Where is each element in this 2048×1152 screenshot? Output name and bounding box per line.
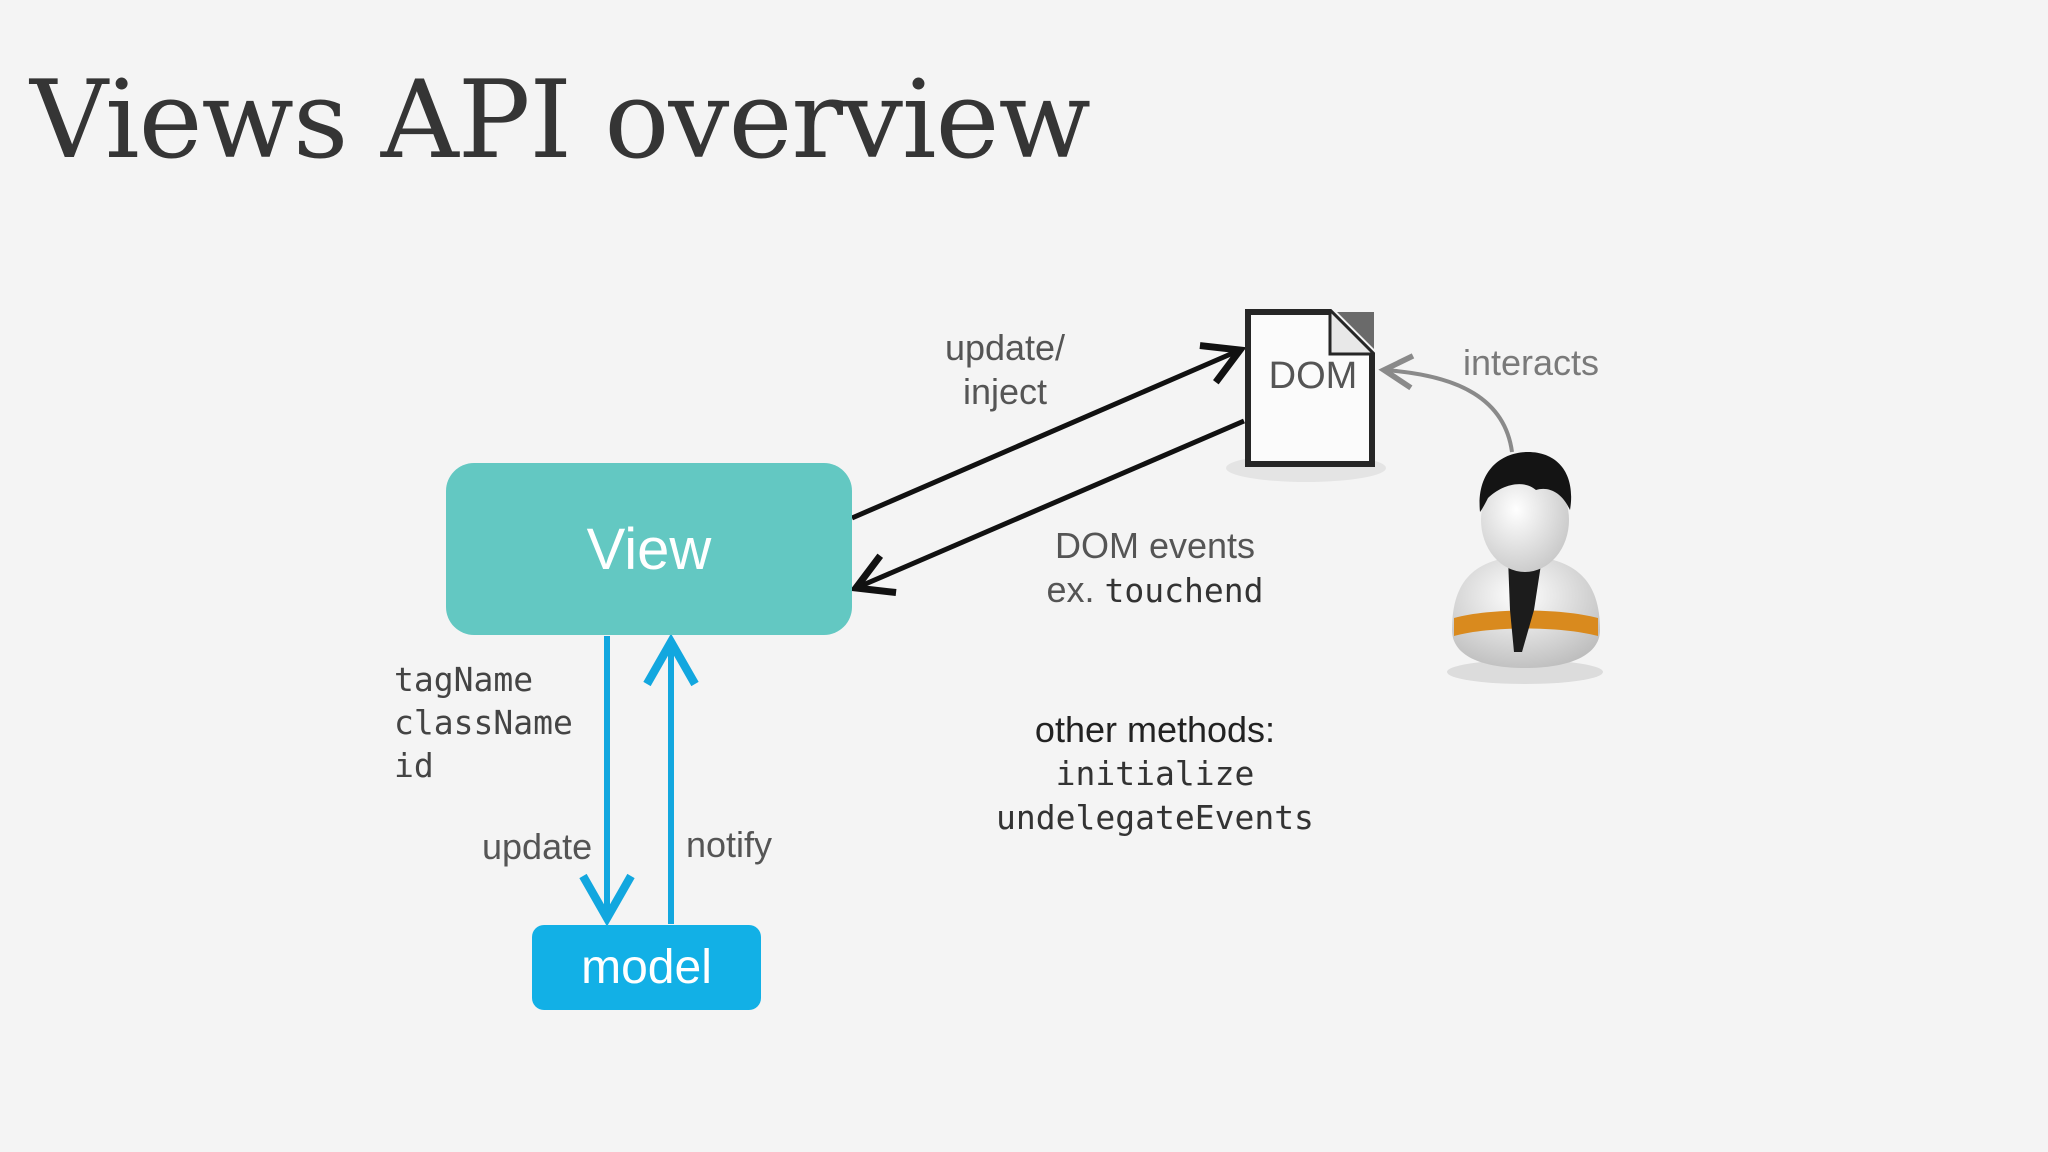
property-item: id [394,746,434,785]
update-label: update [482,826,593,867]
interacts-label: interacts [1463,342,1600,383]
document-icon [1226,309,1386,482]
page-title: Views API overview [30,58,1091,183]
interacts-arrow [1378,353,1514,453]
update-inject-label: update/ inject [944,327,1066,412]
user-icon [1447,452,1603,684]
view-label: View [586,516,712,582]
property-item: tagName [394,660,534,699]
property-item: className [394,703,573,742]
other-methods-heading: other methods: [1034,709,1276,750]
view-properties-list: tagName className id [394,658,573,787]
event-example: touchend [1104,571,1264,610]
method-item: undelegateEvents [996,798,1314,837]
dom-events-arrow [849,418,1245,597]
model-label: model [581,941,712,994]
dom-events-label: DOM events ex. touchend [1046,525,1264,610]
model-node: model [532,925,761,1010]
dom-label: DOM [1268,355,1358,397]
method-item: initialize [1055,754,1255,793]
notify-label: notify [686,824,773,865]
other-methods: other methods: initialize undelegateEven… [960,708,1350,840]
view-node: View [446,463,852,635]
update-inject-arrow [851,342,1247,521]
